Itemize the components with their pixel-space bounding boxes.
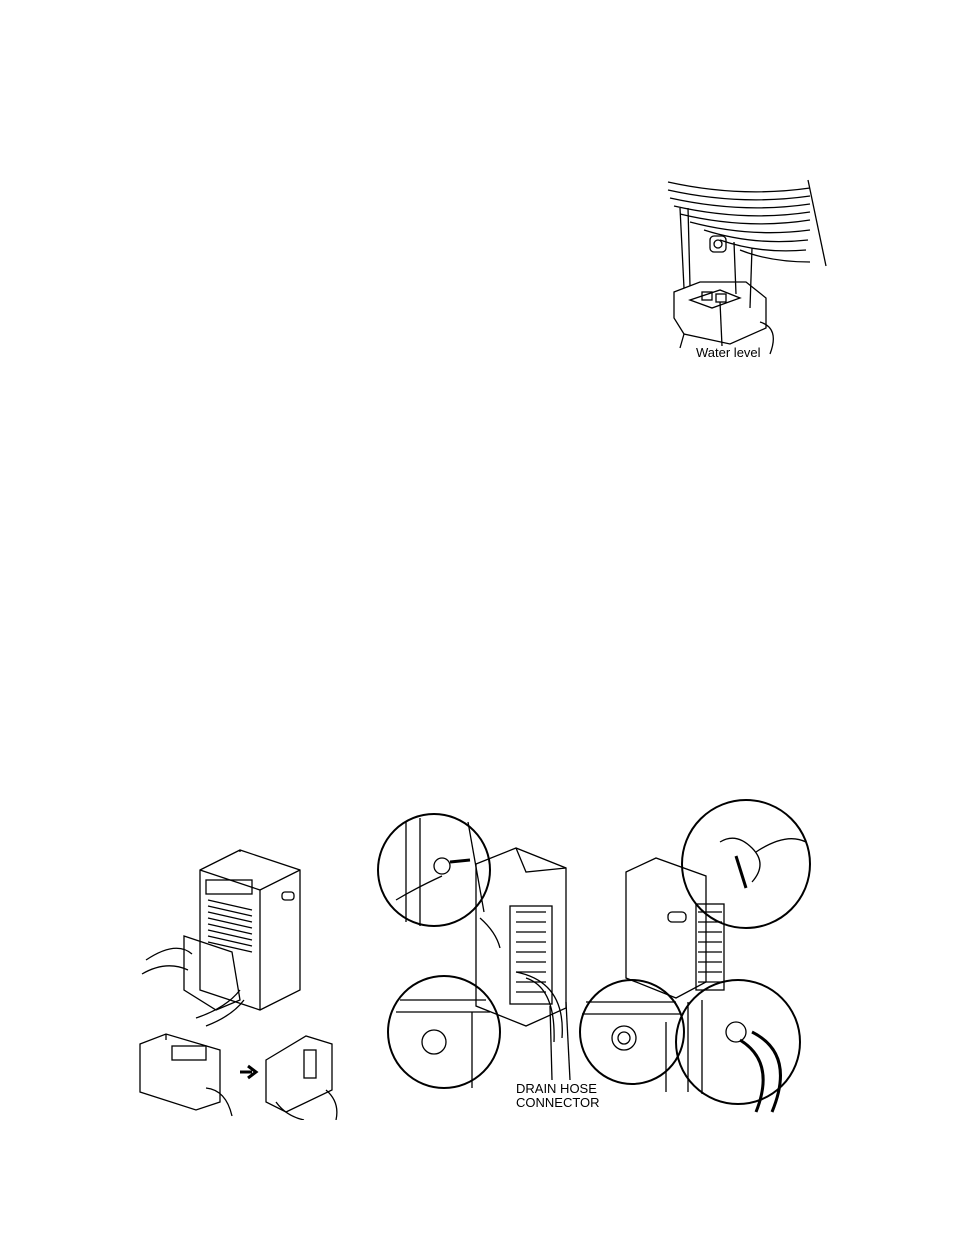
water-level-illustration: Water level [660, 178, 830, 362]
drain-hose-label-line2: CONNECTOR [516, 1096, 600, 1110]
drain-hose-drawing [376, 792, 824, 1118]
bucket-removal-drawing [136, 840, 358, 1120]
bucket-removal-illustration [136, 840, 358, 1120]
water-level-label: Water level [696, 346, 761, 360]
drain-hose-label-line1: DRAIN HOSE [516, 1082, 597, 1096]
water-level-drawing [660, 178, 830, 362]
drain-hose-illustration: DRAIN HOSE CONNECTOR [376, 792, 824, 1118]
